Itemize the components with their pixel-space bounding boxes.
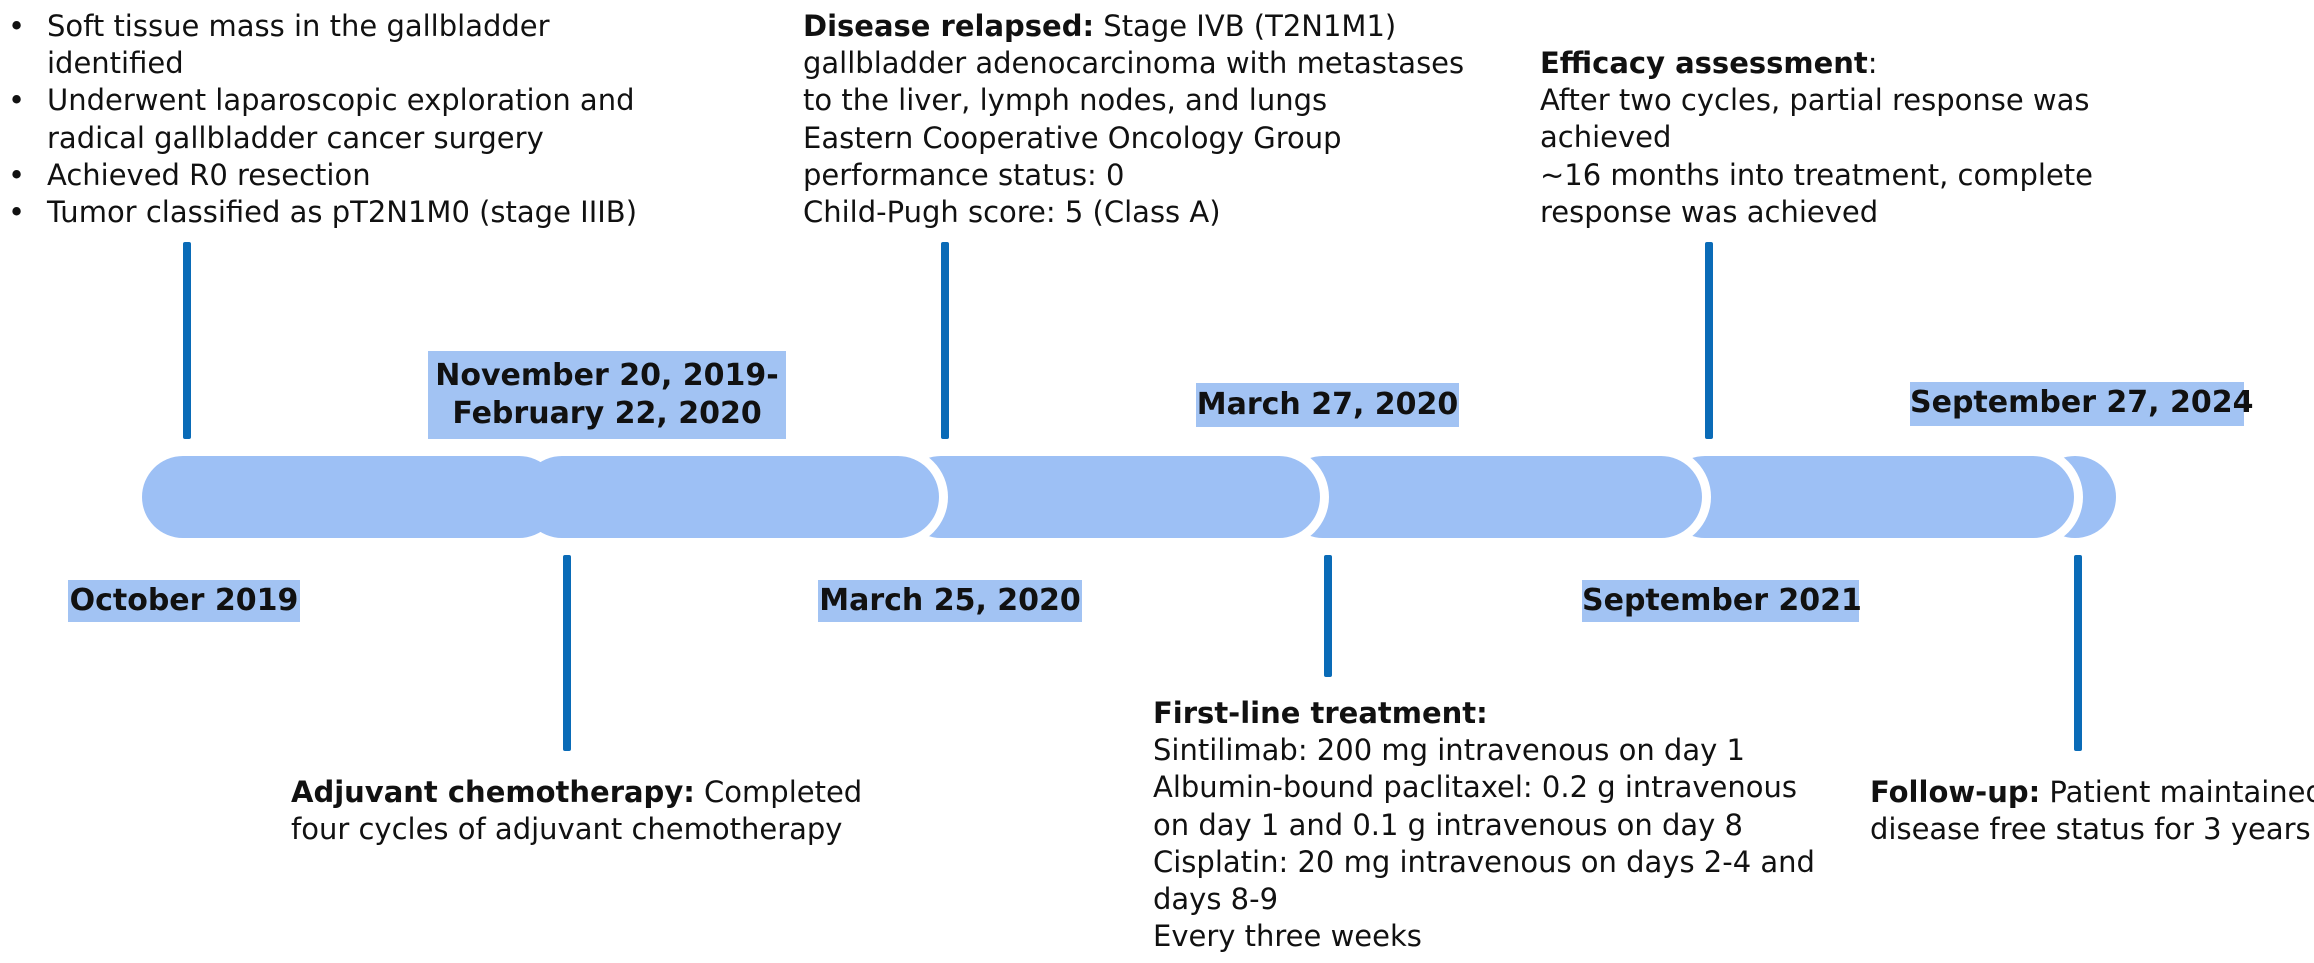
timeline-segment-2 <box>521 456 939 538</box>
event-text: Stage IVB (T2N1M1) <box>1103 9 1397 43</box>
event-line: Cisplatin: 20 mg intravenous on days 2-4… <box>1153 844 1815 879</box>
event-heading: Adjuvant chemotherapy: <box>291 775 695 809</box>
event-line: gallbladder adenocarcinoma with metastas… <box>803 46 1465 81</box>
event-line: days 8-9 <box>1153 882 1279 917</box>
event-line: Albumin-bound paclitaxel: 0.2 g intraven… <box>1153 770 1797 805</box>
bullet-item: Soft tissue mass in the gallbladderident… <box>8 8 637 82</box>
date-label-november-2019: November 20, 2019- February 22, 2020 <box>428 351 786 439</box>
event-line: four cycles of adjuvant chemotherapy <box>291 812 843 847</box>
event-line: achieved <box>1540 120 1672 155</box>
bullet-item: Tumor classified as pT2N1M0 (stage IIIB) <box>8 194 637 231</box>
event-line: performance status: 0 <box>803 157 1125 192</box>
bullet-text: Achieved R0 resection <box>47 157 371 192</box>
date-label-line: February 22, 2020 <box>452 396 762 431</box>
event-line: ~16 months into treatment, complete <box>1540 157 2094 192</box>
timeline-segment-4 <box>1282 456 1702 538</box>
event-first-line-treatment: First-line treatment: Sintilimab: 200 mg… <box>1153 695 1815 955</box>
tick-september-2021 <box>1705 242 1713 439</box>
event-line: Sintilimab: 200 mg intravenous on day 1 <box>1153 733 1745 768</box>
date-label-line: November 20, 2019- <box>435 358 779 393</box>
tick-october-2019 <box>183 242 191 439</box>
event-line: Every three weeks <box>1153 919 1422 954</box>
tick-november-2019 <box>563 555 571 751</box>
date-label-september-2024: September 27, 2024 <box>1910 382 2254 426</box>
event-line: Follow-up: Patient maintained <box>1870 774 2314 811</box>
date-label-september-2021: September 2021 <box>1582 580 1862 622</box>
bullet-text: Underwent laparoscopic exploration and <box>47 83 635 118</box>
event-line: After two cycles, partial response was <box>1540 83 2090 118</box>
event-heading-text: First-line treatment: <box>1153 696 1488 730</box>
event-initial-diagnosis: Soft tissue mass in the gallbladderident… <box>8 8 637 231</box>
event-adjuvant-chemotherapy: Adjuvant chemotherapy: Completed four cy… <box>291 774 862 848</box>
bullet-item: Underwent laparoscopic exploration andra… <box>8 82 637 156</box>
event-heading-colon: : <box>1867 46 1878 80</box>
event-line: response was achieved <box>1540 194 1879 229</box>
event-heading: Follow-up: <box>1870 775 2041 809</box>
tick-march-25-2020 <box>941 242 949 439</box>
event-line: disease free status for 3 years <box>1870 812 2311 847</box>
event-line: Child-Pugh score: 5 (Class A) <box>803 195 1221 230</box>
event-follow-up: Follow-up: Patient maintained disease fr… <box>1870 774 2314 848</box>
event-efficacy-assessment: Efficacy assessment: After two cycles, p… <box>1540 45 2093 231</box>
date-label-march-27-2020: March 27, 2020 <box>1196 383 1459 427</box>
tick-march-27-2020 <box>1324 555 1332 677</box>
bullet-text: Tumor classified as pT2N1M0 (stage IIIB) <box>47 195 638 230</box>
event-heading: Disease relapsed: <box>803 9 1095 43</box>
event-disease-relapsed: Disease relapsed: Stage IVB (T2N1M1) gal… <box>803 8 1464 231</box>
bullet-text-continued: identified <box>47 46 184 81</box>
event-heading: First-line treatment: <box>1153 695 1815 732</box>
bullet-list: Soft tissue mass in the gallbladderident… <box>8 8 637 231</box>
timeline-segment-3 <box>900 456 1320 538</box>
event-line: on day 1 and 0.1 g intravenous on day 8 <box>1153 807 1743 842</box>
event-heading: Efficacy assessment <box>1540 46 1868 80</box>
date-label-october-2019: October 2019 <box>68 580 300 622</box>
event-line: to the liver, lymph nodes, and lungs <box>803 83 1328 118</box>
timeline-segment-5 <box>1664 456 2074 538</box>
event-text: Completed <box>704 775 863 809</box>
timeline-segment-1 <box>142 456 560 538</box>
date-label-march-25-2020: March 25, 2020 <box>818 580 1082 622</box>
event-line: Eastern Cooperative Oncology Group <box>803 120 1342 155</box>
event-line: Efficacy assessment: <box>1540 45 2093 82</box>
event-text: Patient maintained <box>2049 775 2314 809</box>
bullet-text: Soft tissue mass in the gallbladder <box>47 9 550 43</box>
event-line: Disease relapsed: Stage IVB (T2N1M1) <box>803 8 1464 45</box>
bullet-item: Achieved R0 resection <box>8 157 637 194</box>
event-line: Adjuvant chemotherapy: Completed <box>291 774 862 811</box>
bullet-text-continued: radical gallbladder cancer surgery <box>47 120 544 155</box>
tick-september-2024 <box>2074 555 2082 751</box>
